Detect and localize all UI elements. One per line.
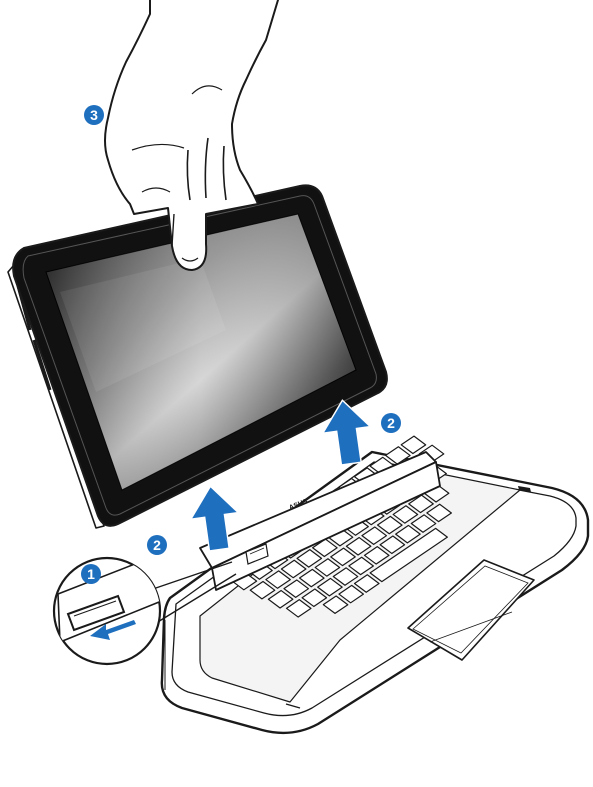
svg-text:1: 1: [87, 566, 95, 582]
svg-text:2: 2: [153, 537, 161, 553]
svg-text:3: 3: [90, 107, 98, 123]
step-badge-2-right: 2: [381, 413, 401, 433]
step-badge-1: 1: [81, 564, 101, 584]
step-badge-3: 3: [84, 105, 104, 125]
step-badge-2-left: 2: [147, 535, 167, 555]
svg-text:2: 2: [387, 415, 395, 431]
keyboard-dock: ASUS: [162, 436, 588, 733]
